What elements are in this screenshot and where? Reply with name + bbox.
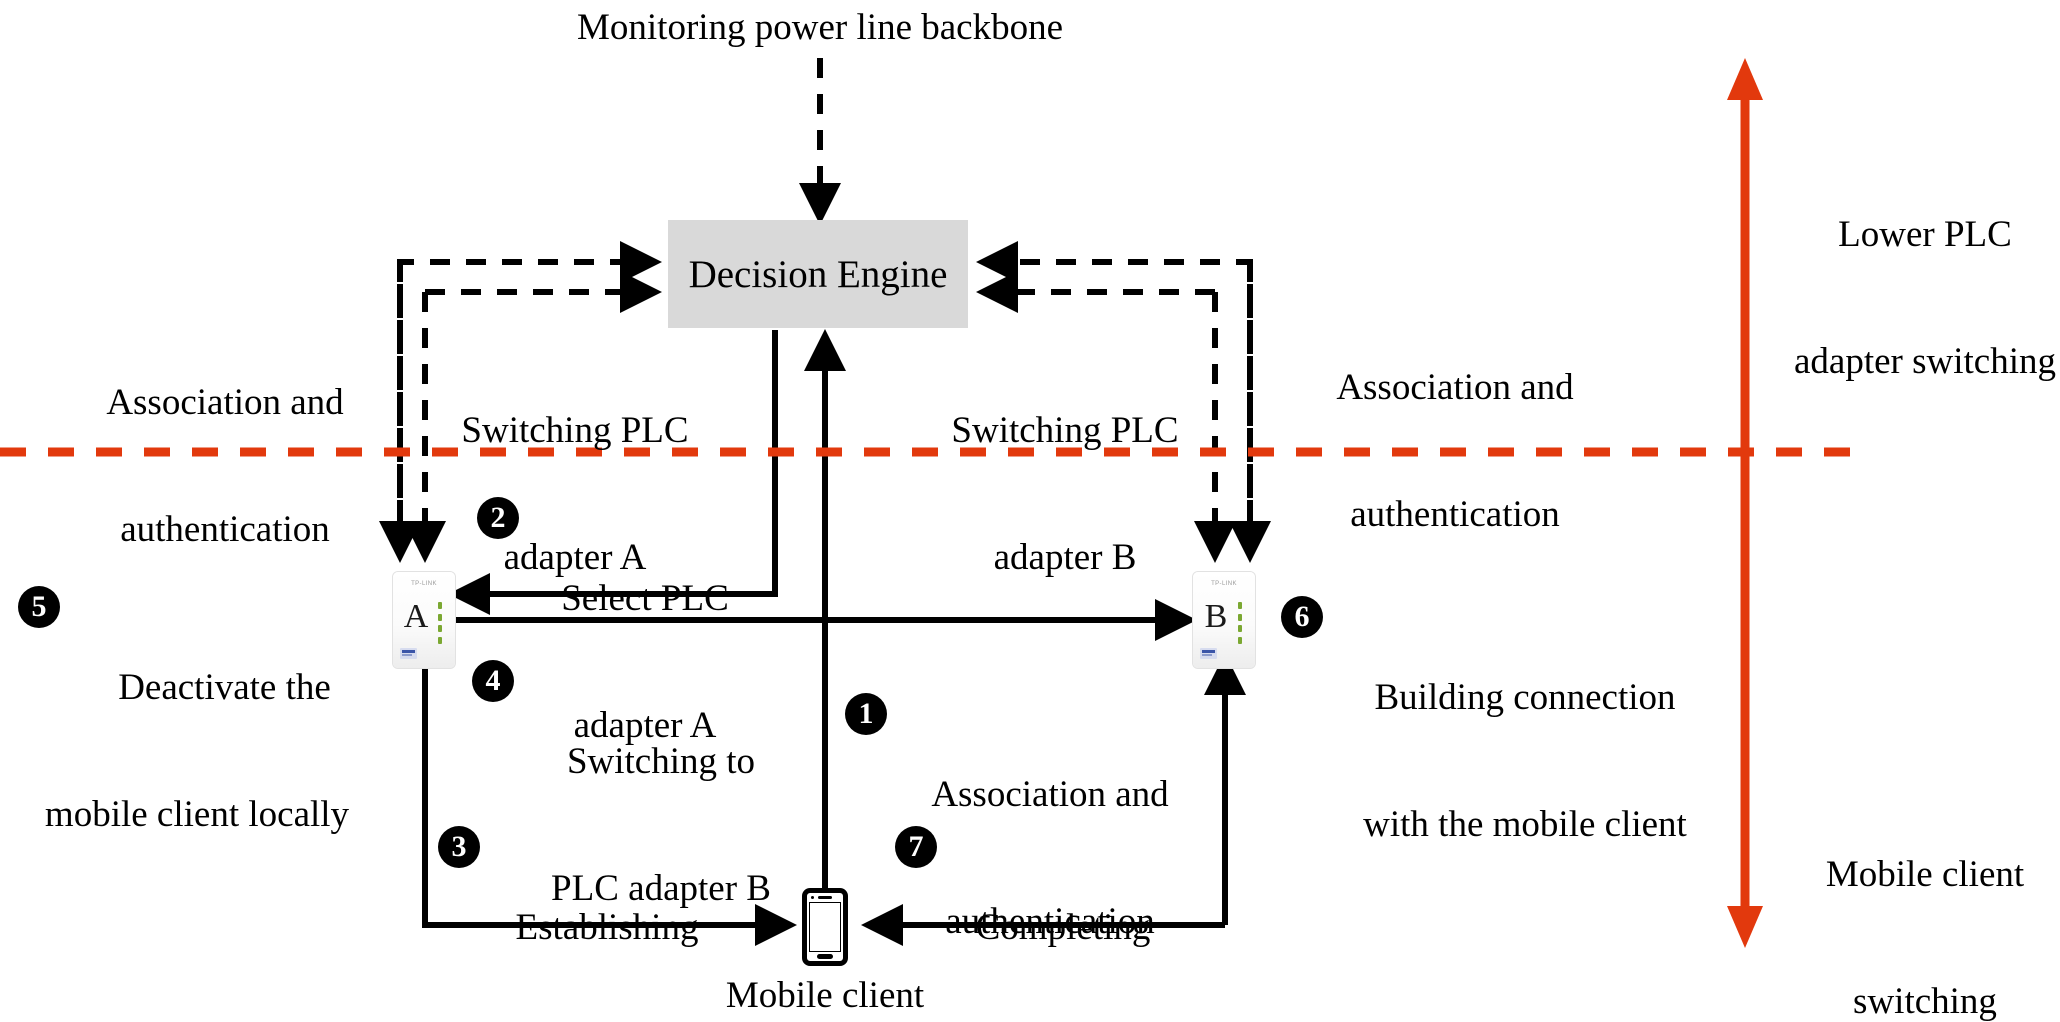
plc-adapter-b-letter: B	[1204, 598, 1228, 635]
plc-adapter-b-sticker	[1200, 648, 1217, 659]
scope-upper-line1: Lower PLC	[1838, 214, 2012, 256]
switching-plc-a-line1: Switching PLC	[461, 410, 689, 452]
tp-link-brand-a: TP-LINK	[411, 581, 437, 587]
step-3-line1: Establishing	[515, 907, 699, 949]
assoc-auth-right-line2: authentication	[1350, 493, 1560, 535]
switching-plc-a-label: Switching PLC adapter A	[440, 326, 710, 663]
assoc-auth-left-line1: Association and	[106, 382, 344, 424]
step-badge-2: 2	[477, 497, 519, 539]
step-3-label: Establishing connection	[482, 823, 732, 1022]
step-4-line2: PLC adapter B	[551, 867, 771, 909]
step-2-label: Select PLC adapter A	[520, 494, 770, 831]
switching-plc-b-label: Switching PLC adapter B	[930, 326, 1200, 663]
switching-plc-b-line1: Switching PLC	[951, 410, 1179, 452]
step-6-line2: with the mobile client	[1363, 803, 1687, 845]
step-badge-7: 7	[895, 826, 937, 868]
plc-adapter-a-letter: A	[403, 598, 429, 635]
diagram-title: Monitoring power line backbone	[576, 7, 1064, 48]
plc-adapter-b[interactable]: TP-LINK B	[1193, 572, 1255, 668]
decision-engine-label: Decision Engine	[688, 252, 948, 296]
step-2-line2: adapter A	[573, 704, 717, 746]
step-1-label: Association and authentication	[890, 690, 1210, 1022]
phone-camera-icon	[811, 896, 814, 899]
step-1-line1: Association and	[931, 774, 1169, 816]
step-badge-5: 5	[18, 586, 60, 628]
step-6-line1: Building connection	[1374, 677, 1676, 719]
step-badge-6: 6	[1281, 596, 1323, 638]
led-indicator-a	[438, 602, 442, 644]
step-2-line1: Select PLC	[561, 578, 729, 620]
scope-lower-line2: switching	[1853, 980, 1997, 1022]
step-4-line1: Switching to	[566, 741, 756, 783]
phone-home-button-icon	[817, 954, 833, 959]
switching-plc-b-line2: adapter B	[993, 536, 1137, 578]
step-7-line1: Completing	[975, 907, 1151, 949]
step-5-line1: Deactivate the	[118, 667, 331, 709]
assoc-auth-left-label: Association and authentication	[60, 298, 390, 635]
step-5-label: Deactivate the mobile client locally	[12, 583, 382, 920]
step-5-line2: mobile client locally	[44, 793, 350, 835]
phone-speaker-icon	[818, 896, 832, 899]
scope-lower-label: Mobile client switching	[1790, 770, 2060, 1022]
step-1-line2: authentication	[945, 900, 1155, 942]
step-4-label: Switching to PLC adapter B	[516, 657, 806, 994]
decision-engine-box: Decision Engine	[668, 220, 968, 328]
assoc-auth-right-label: Association and authentication	[1290, 283, 1620, 620]
step-badge-1: 1	[845, 693, 887, 735]
mobile-client-caption: Mobile client	[725, 975, 925, 1016]
step-badge-4: 4	[472, 660, 514, 702]
phone-screen	[809, 902, 841, 952]
scope-upper-label: Lower PLC adapter switching	[1790, 130, 2060, 467]
scope-upper-line2: adapter switching	[1794, 340, 2056, 382]
plc-adapter-a-sticker	[400, 648, 417, 659]
mobile-client-device[interactable]	[802, 888, 848, 966]
plc-adapter-a[interactable]: TP-LINK A	[393, 572, 455, 668]
scope-lower-line1: Mobile client	[1825, 854, 2025, 896]
assoc-auth-right-line1: Association and	[1336, 367, 1574, 409]
step-6-label: Building connection with the mobile clie…	[1325, 593, 1725, 930]
step-badge-3: 3	[438, 826, 480, 868]
tp-link-brand-b: TP-LINK	[1211, 581, 1237, 587]
led-indicator-b	[1238, 602, 1242, 644]
assoc-auth-left-line2: authentication	[120, 508, 330, 550]
step-7-label: Completing switching	[938, 823, 1188, 1022]
scope-double-arrow	[1727, 58, 1763, 948]
switching-plc-a-line2: adapter A	[503, 536, 647, 578]
